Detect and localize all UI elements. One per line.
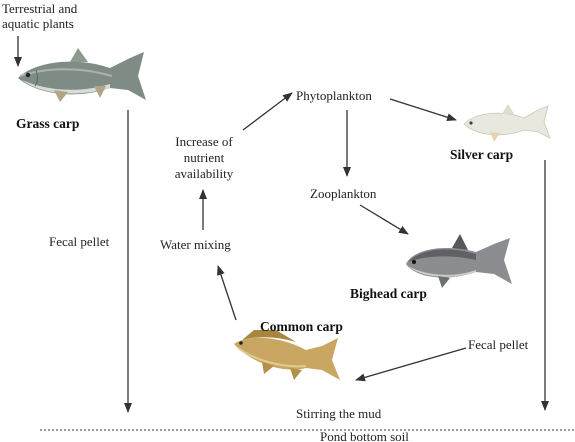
bighead-carp-label: Bighead carp xyxy=(350,286,427,301)
terrestrial-plants-label-line1: Terrestrial and xyxy=(2,1,78,16)
fecal-pellet-left-label: Fecal pellet xyxy=(49,234,110,249)
arrow-zooplankton-to-bighead-carp xyxy=(359,204,409,235)
silver-carp-icon xyxy=(463,104,551,142)
grass-carp-label: Grass carp xyxy=(16,116,80,131)
water-mixing-label: Water mixing xyxy=(160,237,231,252)
fecal-pellet-right-label: Fecal pellet xyxy=(468,337,529,352)
phytoplankton-label: Phytoplankton xyxy=(296,88,372,103)
increase-nutrient-label-line3: availability xyxy=(174,166,234,181)
grass-carp-icon xyxy=(18,48,146,102)
stirring-mud-label: Stirring the mud xyxy=(296,406,382,421)
common-carp-label: Common carp xyxy=(260,319,343,334)
bighead-carp-icon xyxy=(406,234,512,288)
arrow-nutrient-to-phytoplankton xyxy=(242,92,293,131)
pond-bottom-soil-label: Pond bottom soil xyxy=(320,429,409,442)
increase-nutrient-label-line2: nutrient xyxy=(183,150,225,165)
silver-carp-label: Silver carp xyxy=(450,147,514,162)
increase-nutrient-label-line1: Increase of xyxy=(175,134,233,149)
common-carp-icon xyxy=(234,330,340,380)
zooplankton-label: Zooplankton xyxy=(310,186,377,201)
arrow-phytoplankton-to-silver-carp xyxy=(389,98,457,122)
arrow-fecal-pellet-to-common-carp xyxy=(355,347,467,382)
arrow-common-carp-to-water-mixing xyxy=(217,265,237,321)
terrestrial-plants-label-line2: aquatic plants xyxy=(2,16,74,31)
